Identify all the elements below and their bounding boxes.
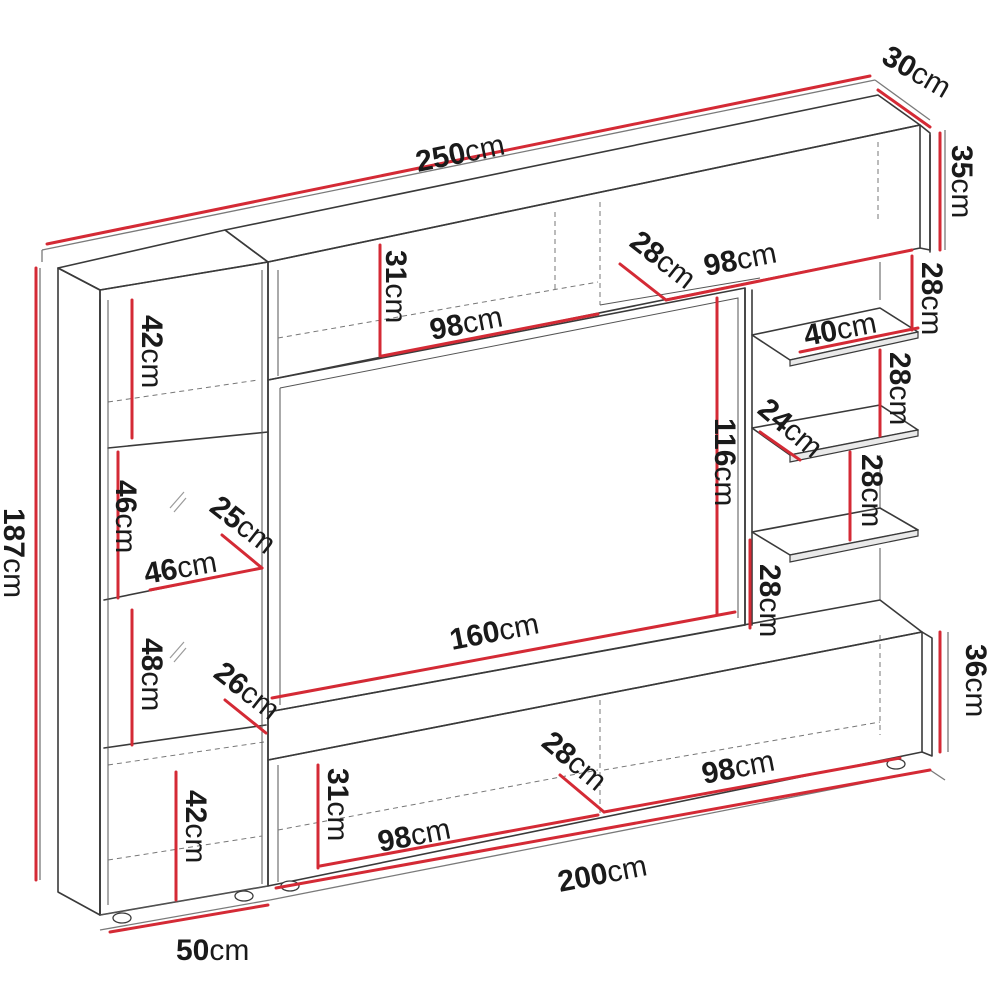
label-left-bottom-section: 42cm	[179, 790, 212, 863]
label-left-shelf-width: 46cm	[141, 546, 219, 591]
label-right-shelf-spacing-2: 28cm	[883, 352, 916, 425]
bottom-tv-bench	[99, 599, 933, 916]
label-top-shelf-width-left: 98cm	[427, 300, 505, 346]
glass-icon	[169, 491, 187, 513]
dimension-labels: 250cm 30cm 35cm 187cm 42cm 46cm 25cm 46c…	[0, 39, 992, 967]
label-left-glass-upper: 46cm	[109, 480, 142, 553]
label-right-shelf-width: 40cm	[801, 306, 879, 352]
feet	[112, 758, 906, 924]
tv-opening	[267, 287, 746, 713]
label-bottom-width-left: 98cm	[375, 812, 453, 858]
dimension-lines	[34, 74, 942, 934]
label-bottom-width-right: 98cm	[699, 744, 777, 790]
label-top-depth: 30cm	[877, 39, 957, 104]
label-overall-height: 187cm	[0, 508, 30, 598]
label-left-base-width: 50cm	[176, 934, 249, 967]
extension-lines	[39, 79, 949, 931]
label-bottom-front-height: 31cm	[321, 768, 354, 841]
top-bridge-box	[224, 94, 931, 381]
label-overall-width: 250cm	[413, 129, 508, 179]
label-left-shelf-depth-upper: 25cm	[204, 490, 282, 561]
label-right-shelf-spacing-3: 28cm	[855, 454, 888, 527]
label-top-shelf-depth: 28cm	[624, 225, 702, 296]
label-tv-width: 160cm	[447, 607, 542, 657]
label-right-shelf-spacing-1: 28cm	[915, 262, 948, 335]
label-right-lower-spacing: 28cm	[753, 564, 786, 637]
right-shelf-column	[744, 262, 919, 626]
label-base-width: 200cm	[555, 849, 650, 899]
label-left-glass-lower: 48cm	[135, 638, 168, 711]
label-top-box-height: 35cm	[945, 145, 978, 218]
label-bottom-box-height: 36cm	[959, 644, 992, 717]
label-left-top-section: 42cm	[135, 315, 168, 388]
label-top-shelf-width-right: 98cm	[701, 236, 779, 282]
furniture-outline	[57, 94, 933, 924]
label-tv-height: 116cm	[708, 418, 741, 506]
glass-icon	[169, 641, 187, 663]
label-top-shelf-height: 31cm	[379, 250, 412, 323]
